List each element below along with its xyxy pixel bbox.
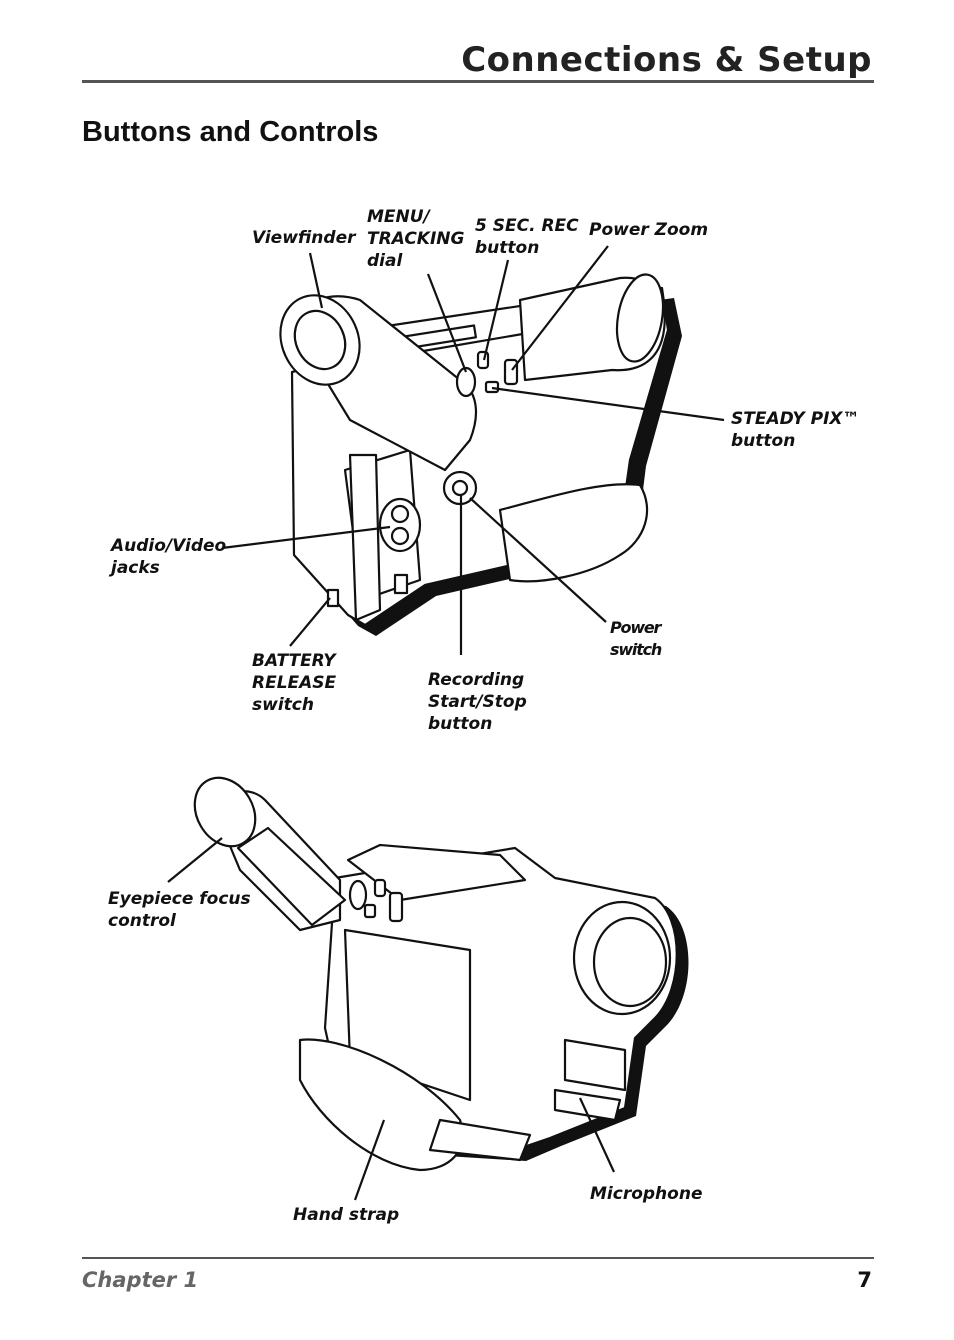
label-hand-strap: Hand strap bbox=[293, 1205, 400, 1225]
label-menu-tracking-dial: MENU/ TRACKING dial bbox=[367, 207, 465, 271]
label-eyepiece-focus-control: Eyepiece focus control bbox=[108, 889, 251, 931]
label-viewfinder: Viewfinder bbox=[252, 228, 356, 248]
camcorder-top-view bbox=[279, 273, 682, 636]
header-rule bbox=[82, 80, 874, 83]
label-power-zoom: Power Zoom bbox=[589, 220, 709, 240]
callout-leader-lines bbox=[167, 245, 725, 1201]
camcorder-front-view bbox=[193, 776, 689, 1172]
footer-page-number: 7 bbox=[857, 1268, 872, 1292]
label-audio-video-jacks: Audio/Video jacks bbox=[111, 536, 227, 578]
label-power-switch: Power switch bbox=[610, 618, 662, 659]
label-recording-start-stop-button: Recording Start/Stop button bbox=[428, 670, 527, 734]
label-5-sec-rec-button: 5 SEC. REC button bbox=[475, 216, 579, 258]
page-header-title: Connections & Setup bbox=[461, 40, 872, 80]
label-microphone: Microphone bbox=[590, 1184, 703, 1204]
footer-rule bbox=[82, 1257, 874, 1259]
footer-chapter: Chapter 1 bbox=[82, 1268, 199, 1292]
label-steady-pix-button: STEADY PIX™ button bbox=[731, 409, 860, 451]
section-title: Buttons and Controls bbox=[82, 116, 379, 148]
label-battery-release-switch: BATTERY RELEASE switch bbox=[252, 651, 337, 715]
